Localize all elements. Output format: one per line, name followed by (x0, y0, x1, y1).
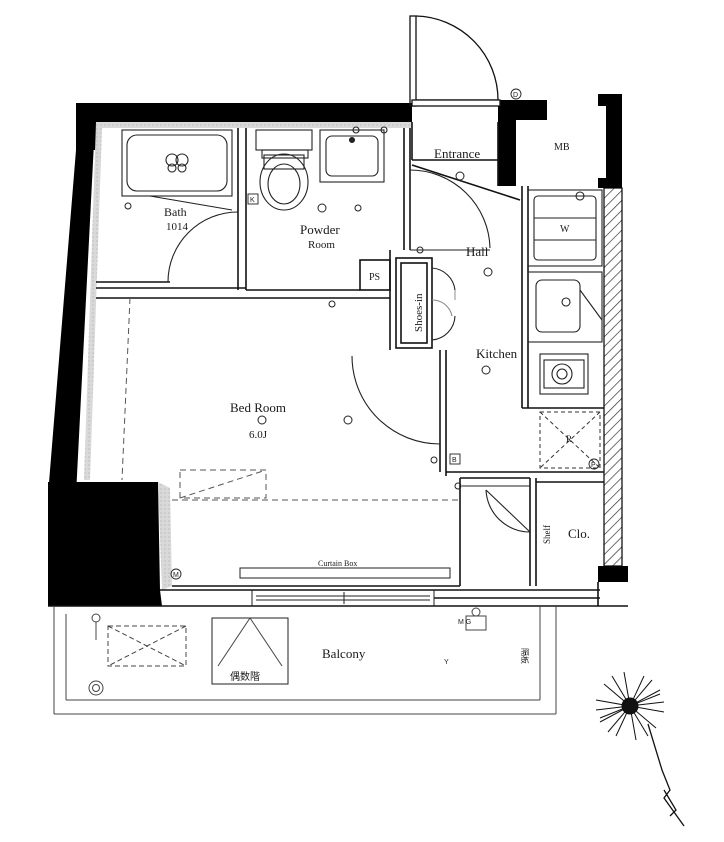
electrical-symbols (170, 88, 600, 580)
entrance-door (409, 15, 501, 107)
light-fixture-icon (124, 171, 493, 490)
balcony-mark-label: 偶数階 (230, 670, 260, 683)
room-powder-label-1: Powder (300, 222, 340, 237)
room-bedroom-size: 6.0J (249, 429, 268, 441)
room-ps-label: PS (369, 272, 380, 283)
room-powder-label-2: Room (308, 239, 335, 251)
stove-icon (539, 353, 589, 395)
symbol-bedroom-m: M (173, 572, 179, 579)
room-labels: Entrance MB Bath 1014 Powder Room Hall P… (164, 142, 590, 683)
wall-finish (84, 122, 412, 590)
bathtub-icon (121, 129, 233, 211)
compass-icon (595, 671, 685, 827)
room-bath-size: 1014 (166, 221, 189, 233)
room-kitchen-label: Kitchen (476, 346, 518, 361)
door-swing-icon (167, 169, 531, 533)
room-refrigerator-label: R (566, 434, 572, 444)
symbol-bath-k: K (250, 197, 255, 204)
bedroom-guidelines (121, 297, 460, 501)
exterior-walls (48, 94, 628, 606)
right-hatched-wall (603, 187, 623, 567)
room-bath-label: Bath (164, 205, 187, 219)
symbol-entry-d: D (513, 92, 518, 99)
room-entrance-label: Entrance (434, 146, 480, 161)
sink-icon (319, 126, 388, 183)
partition-mark-label: 隔板 (520, 648, 530, 664)
balcony (53, 606, 557, 715)
washer-pan (527, 189, 603, 267)
toilet-icon (255, 129, 313, 211)
room-bedroom-label: Bed Room (230, 400, 286, 415)
room-shoes-in-label: Shoes-in (413, 293, 425, 332)
curtain-box-label: Curtain Box (318, 559, 357, 568)
room-washer-label: W (560, 224, 570, 235)
symbol-hall-b: B (452, 457, 457, 464)
room-balcony-label: Balcony (322, 646, 366, 661)
symbol-kitchen-p: P (591, 462, 596, 469)
room-mb-label: MB (554, 142, 570, 153)
refrigerator-space (539, 411, 601, 469)
symbol-balcony-mg: M G (458, 619, 471, 626)
room-shelf-label: Shelf (542, 525, 552, 544)
room-hall-label: Hall (466, 244, 489, 259)
room-closet-label: Clo. (568, 526, 590, 541)
kitchen-sink (527, 271, 603, 343)
symbol-balcony-y: Y (444, 659, 449, 666)
curtain-box (239, 567, 451, 606)
